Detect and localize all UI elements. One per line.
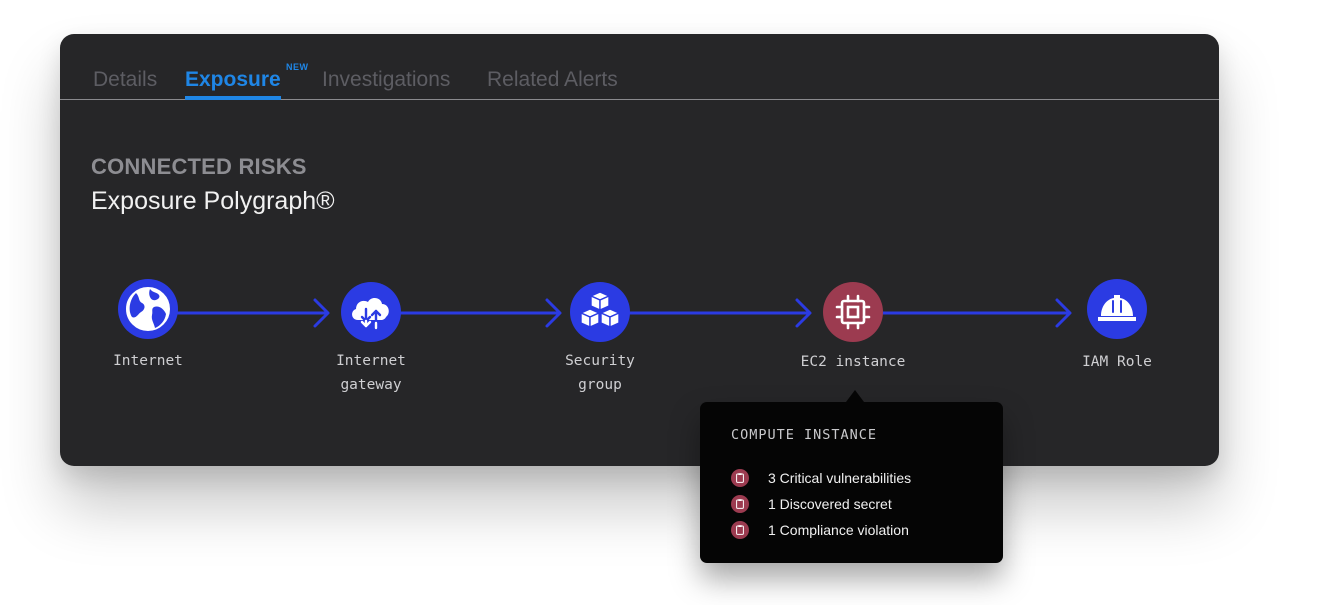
alert-detail-card: Details Exposure NEW Investigations Rela… xyxy=(60,34,1219,466)
node-label-security-group: Security group xyxy=(565,353,635,393)
clipboard-icon xyxy=(731,521,749,539)
connector-2-arrowhead xyxy=(545,298,562,328)
node-label-internet-gateway: Internet gateway xyxy=(336,353,406,393)
globe-icon xyxy=(124,285,172,333)
cloud-transfer-icon xyxy=(352,298,389,330)
hard-hat-icon xyxy=(1098,295,1136,321)
clipboard-icon xyxy=(731,469,749,487)
tab-bar: Details Exposure NEW Investigations Rela… xyxy=(60,34,1219,100)
tab-details[interactable]: Details xyxy=(93,68,158,91)
tab-related-alerts[interactable]: Related Alerts xyxy=(487,68,618,91)
active-tab-indicator xyxy=(185,96,281,100)
clipboard-icon xyxy=(731,495,749,513)
connector-1-arrowhead xyxy=(313,298,330,328)
tab-exposure-label: Exposure xyxy=(185,68,281,91)
node-internet-gateway[interactable] xyxy=(341,282,401,342)
new-badge: NEW xyxy=(286,62,309,72)
node-iam-role[interactable] xyxy=(1087,279,1147,339)
node-label-iam-role: IAM Role xyxy=(1082,354,1152,370)
cubes-icon xyxy=(580,291,620,328)
node-label-internet: Internet xyxy=(113,353,183,369)
node-security-group[interactable] xyxy=(570,282,630,342)
section-title: Exposure Polygraph® xyxy=(91,187,335,215)
tab-exposure[interactable]: Exposure xyxy=(185,68,281,100)
tab-investigations[interactable]: Investigations xyxy=(322,68,451,91)
cpu-chip-icon xyxy=(835,294,871,330)
compute-instance-tooltip: COMPUTE INSTANCE 3 Critical vulnerabilit… xyxy=(700,390,1003,563)
connector-3-arrowhead xyxy=(795,298,812,328)
tooltip-item-text: 1 Discovered secret xyxy=(768,496,892,512)
node-label-ec2-instance: EC2 instance xyxy=(800,354,906,370)
tooltip-item-text: 1 Compliance violation xyxy=(768,522,909,538)
attack-path-connectors xyxy=(176,298,1072,328)
tooltip-item-text: 3 Critical vulnerabilities xyxy=(768,470,912,486)
tooltip-arrow xyxy=(846,390,864,402)
node-internet[interactable] xyxy=(118,279,178,339)
section-label: CONNECTED RISKS xyxy=(91,154,307,179)
connector-4-arrowhead xyxy=(1055,298,1072,328)
tooltip-title: COMPUTE INSTANCE xyxy=(731,427,878,443)
node-ec2-instance[interactable] xyxy=(823,282,883,342)
